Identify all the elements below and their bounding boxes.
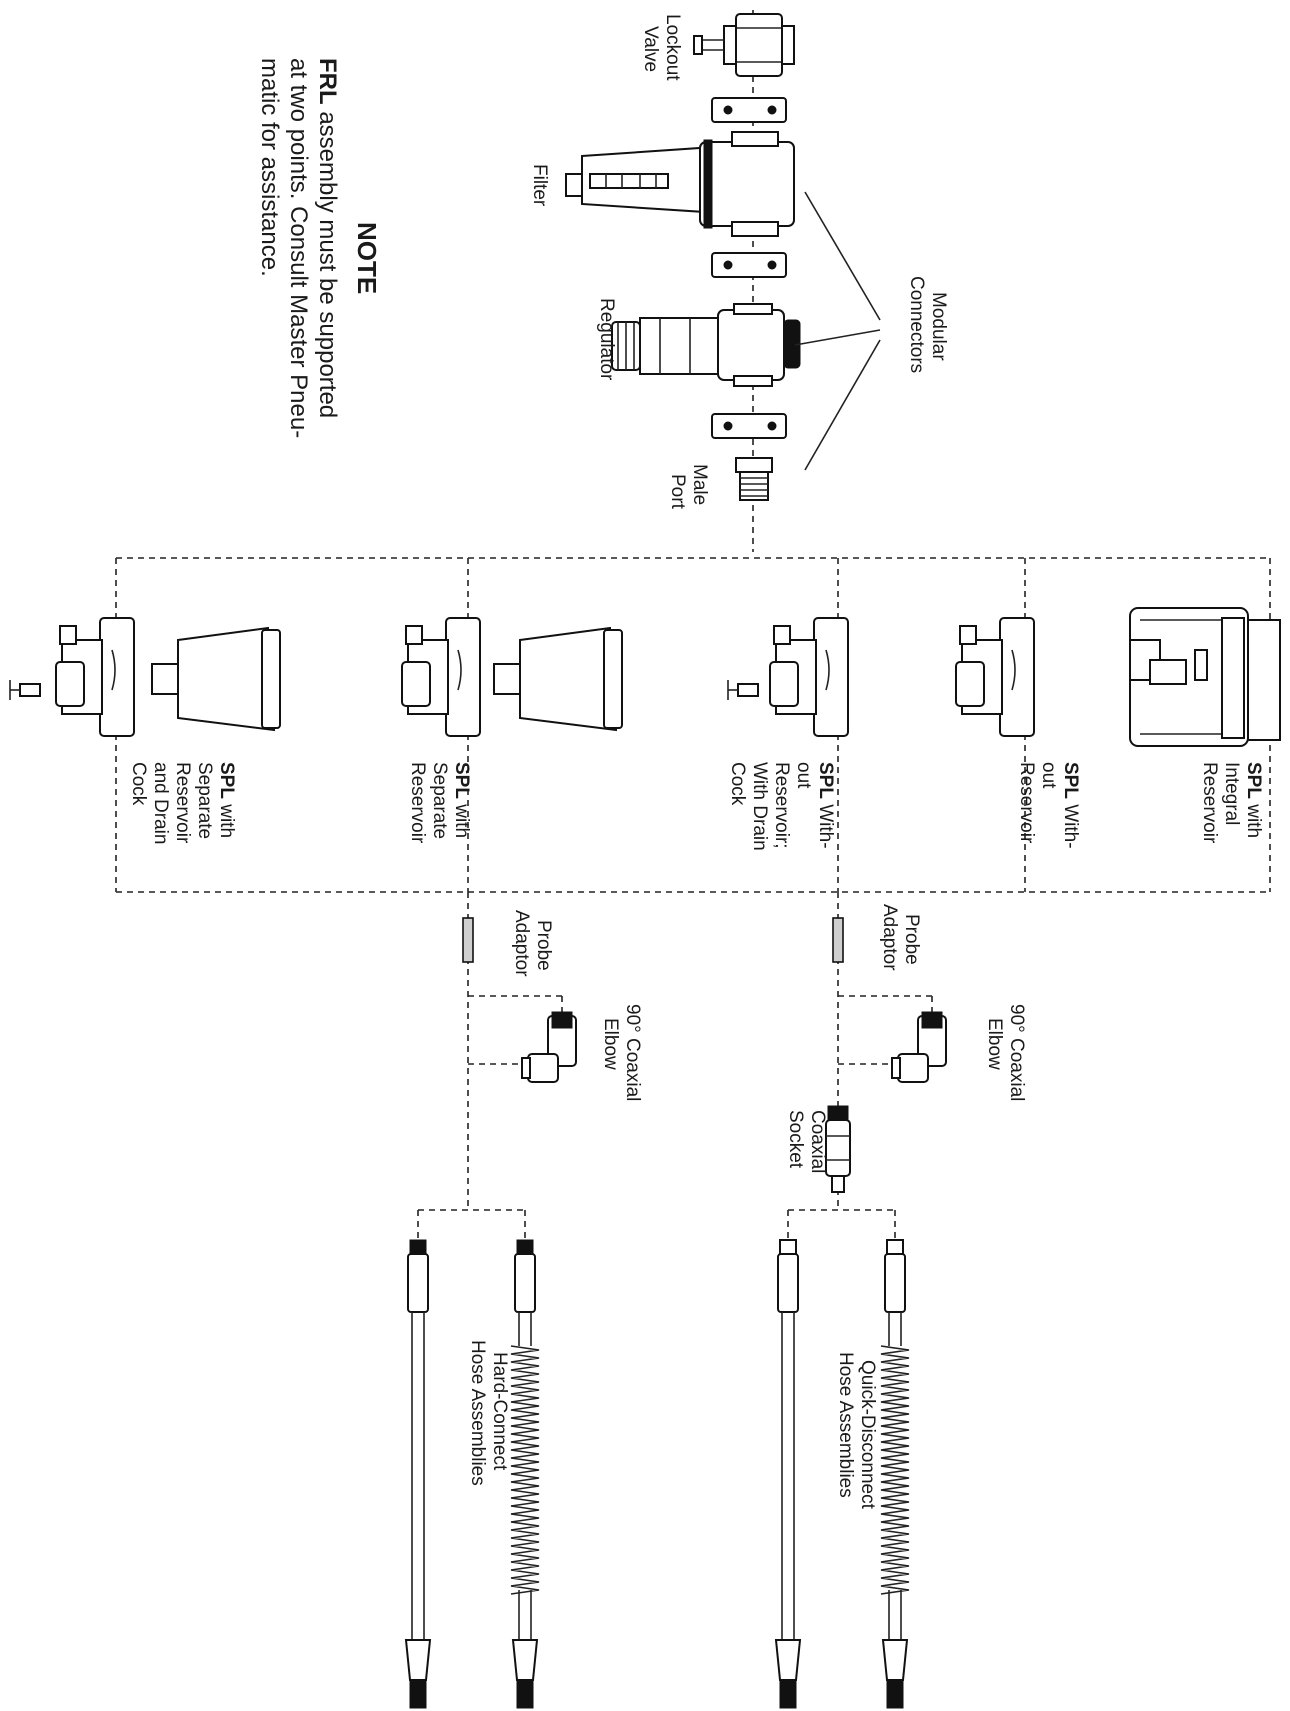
spl-without-drain-label-1: SPL With- [815, 762, 836, 849]
spl-integral-label-3: Reservoir [1199, 762, 1220, 844]
spl-without-reservoir-unit [956, 618, 1034, 736]
coaxial-elbow-right [892, 1012, 946, 1082]
spl-separate-drain-label-suffix: with [216, 799, 237, 838]
spl-without-drain-label-suffix: With- [815, 799, 836, 849]
probe-adaptor-left [463, 918, 473, 962]
spl-without-drain-label-4: With Drain [749, 762, 770, 851]
coaxial-elbow-right-label-2: Elbow [984, 1018, 1005, 1070]
drain-cock-icon [728, 680, 758, 700]
male-port [736, 458, 772, 500]
drain-cock-icon-2 [10, 680, 40, 700]
modular-connector-3 [712, 414, 786, 438]
coil-spring-quick [881, 1346, 909, 1594]
note-line-2: at two points. Consult Master Pneu- [285, 58, 312, 438]
modular-connector-1 [712, 98, 786, 122]
modular-connectors-leaders [795, 192, 880, 470]
spl-without-label-2: out [1038, 762, 1059, 789]
separate-reservoir-icon-2 [152, 628, 280, 730]
lockout-valve-label-2: Valve [640, 26, 661, 72]
male-port-label-2: Port [667, 474, 688, 510]
spl-without-drain-label-5: Cock [727, 762, 748, 806]
spl-separate-drain-label-2: Separate [194, 762, 215, 839]
spl-separate-drain-label-4: and Drain [150, 762, 171, 844]
regulator [612, 304, 800, 386]
probe-adaptor-right [833, 918, 843, 962]
note-frl-bold: FRL [314, 58, 341, 105]
regulator-label: Regulator [596, 298, 617, 381]
hard-connect-straight-hose [406, 1240, 430, 1708]
hard-connect-coiled-hose [511, 1240, 539, 1708]
spl-without-drain-label-bold: SPL [815, 762, 836, 799]
spl-options-box [116, 558, 1270, 892]
spl-integral-label-1: SPL with [1243, 762, 1264, 838]
spl-without-drain-label-3: Reservoir; [771, 762, 792, 849]
filter [566, 132, 794, 236]
spl-integral-label-bold: SPL [1243, 762, 1264, 799]
quick-disconnect-label-2: Hose Assemblies [835, 1352, 856, 1498]
spl-without-label-bold: SPL [1060, 762, 1081, 799]
hard-connect-label-1: Hard-Connect [489, 1352, 510, 1471]
note-line-1: FRL assembly must be supported [314, 58, 341, 418]
note-line-1-rest: assembly must be supported [314, 105, 341, 419]
probe-adaptor-right-label-1: Probe [901, 914, 922, 965]
spl-separate-drain-label-1: SPL with [216, 762, 237, 838]
modular-connectors-label-1: Modular [928, 292, 949, 361]
coaxial-elbow-left-label-2: Elbow [600, 1018, 621, 1070]
spl-separate-reservoir-unit [402, 618, 622, 736]
filter-label: Filter [529, 164, 550, 207]
spl-separate-label-1: SPL with [451, 762, 472, 838]
coaxial-socket-label-1: Coaxial [807, 1110, 828, 1173]
spl-without-drain-label-2: out [793, 762, 814, 789]
spl-without-reservoir-drain-unit [728, 618, 848, 736]
lockout-valve-label-1: Lockout [662, 14, 683, 81]
spl-separate-drain-label-3: Reservoir [172, 762, 193, 844]
spl-integral-label-suffix: with [1243, 799, 1264, 838]
probe-adaptor-left-label-2: Adaptor [511, 910, 532, 977]
spl-separate-drain-label-5: Cock [128, 762, 149, 806]
spl-separate-drain-label-bold: SPL [216, 762, 237, 799]
quick-disconnect-straight-hose [776, 1240, 800, 1708]
hard-connect-label-2: Hose Assemblies [467, 1340, 488, 1486]
coil-spring-hard [511, 1346, 539, 1594]
quick-disconnect-coiled-hose [881, 1240, 909, 1708]
spl-separate-reservoir-drain-unit [10, 618, 280, 736]
spl-without-label-1: SPL With- [1060, 762, 1081, 849]
spl-separate-label-3: Reservoir [407, 762, 428, 844]
probe-adaptor-left-label-1: Probe [533, 920, 554, 971]
coaxial-elbow-right-label-1: 90° Coaxial [1006, 1004, 1027, 1101]
separate-reservoir-icon [494, 628, 622, 730]
spl-without-label-suffix: With- [1060, 799, 1081, 849]
spl-separate-label-2: Separate [429, 762, 450, 839]
note-line-3: matic for assistance. [256, 58, 283, 277]
note-title: NOTE [352, 222, 382, 294]
probe-adaptor-right-label-2: Adaptor [879, 904, 900, 971]
coaxial-socket [826, 1106, 850, 1192]
spl-integral-label-2: Integral [1221, 762, 1242, 825]
modular-connectors-label-2: Connectors [906, 276, 927, 373]
quick-disconnect-label-1: Quick-Disconnect [857, 1360, 878, 1510]
spl-separate-label-suffix: with [451, 799, 472, 838]
spl-without-label-3: Reservoir [1016, 762, 1037, 844]
coaxial-elbow-left-label-1: 90° Coaxial [622, 1004, 643, 1101]
note-block: NOTE FRL assembly must be supported at t… [256, 58, 382, 438]
spl-separate-label-bold: SPL [451, 762, 472, 799]
male-port-label-1: Male [689, 464, 710, 505]
coaxial-elbow-left [522, 1012, 576, 1082]
coaxial-socket-label-2: Socket [785, 1110, 806, 1169]
spl-integral-reservoir-unit [1130, 608, 1280, 746]
lockout-valve [694, 14, 794, 76]
modular-connector-2 [712, 253, 786, 277]
